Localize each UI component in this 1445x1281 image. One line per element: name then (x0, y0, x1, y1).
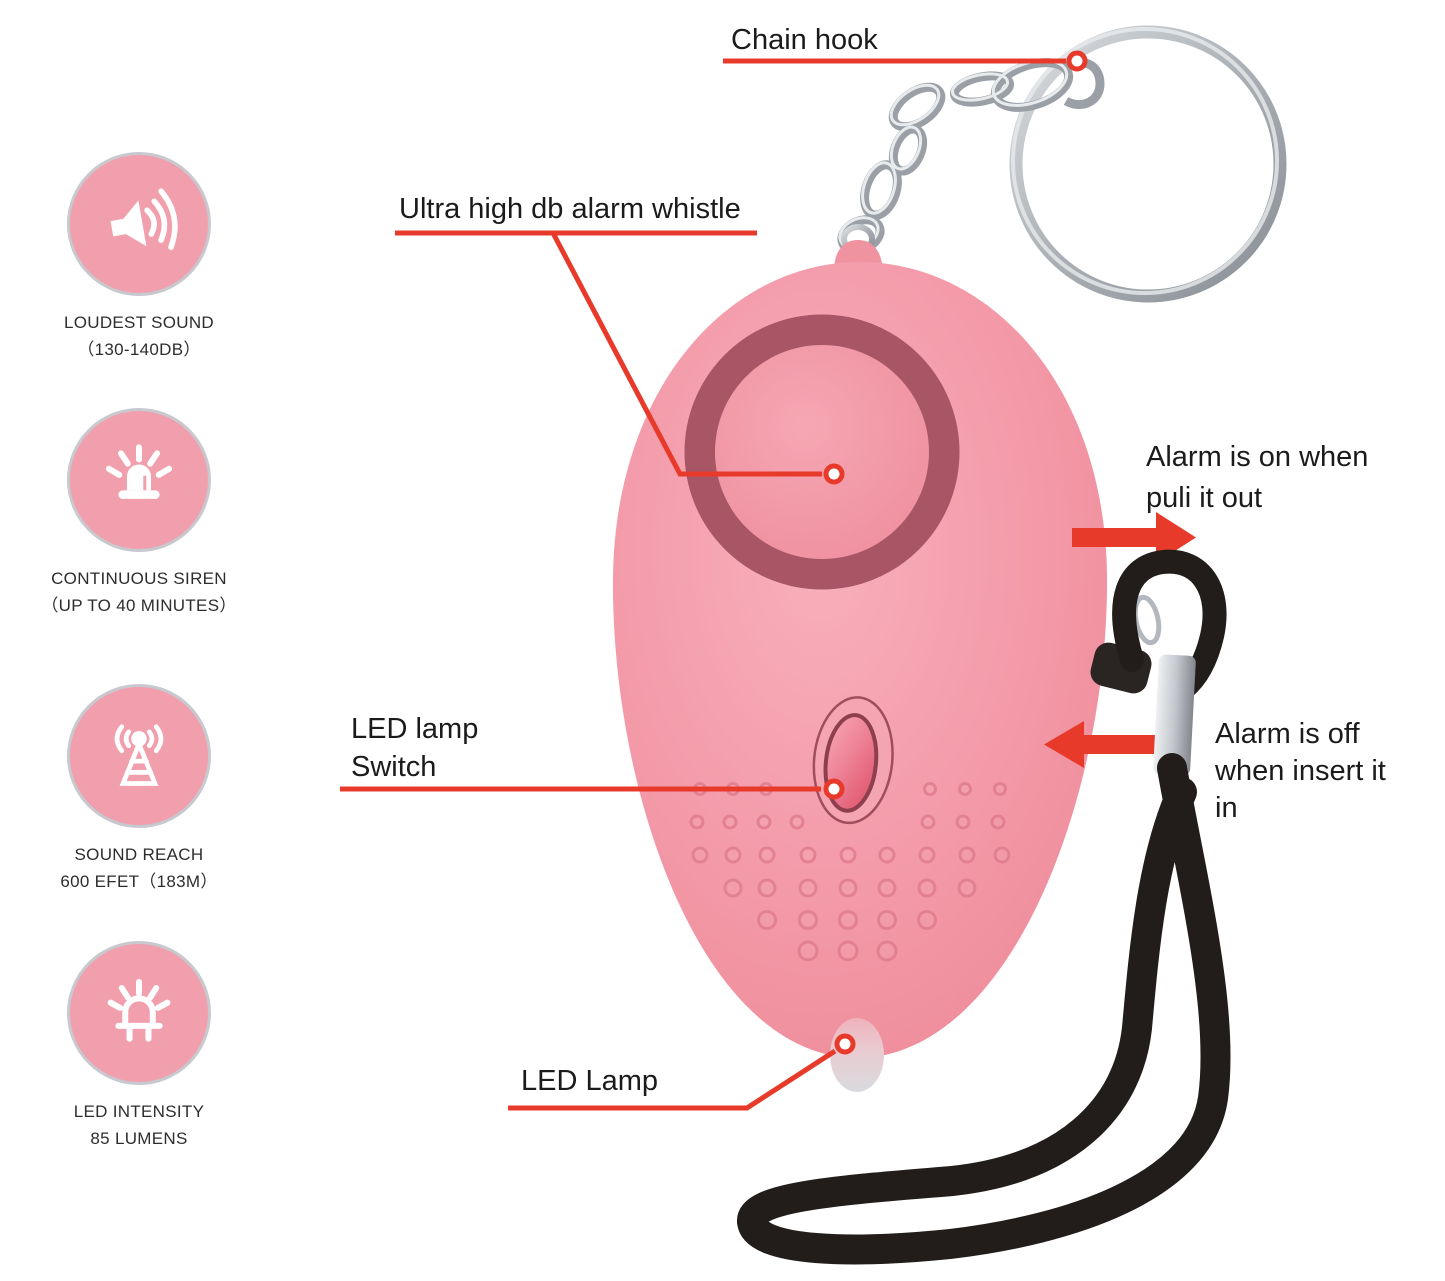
chain-hook-label: Chain hook (731, 24, 878, 56)
metal-pin (1153, 654, 1196, 776)
whistle-leader (395, 230, 822, 477)
wrist-lanyard-cord (737, 753, 1231, 1265)
led-lamp-label: LED Lamp (521, 1065, 659, 1097)
feature-caption: 85 LUMENS (90, 1129, 188, 1148)
alarm-on-label-line2: puli it out (1146, 482, 1263, 514)
feature-caption: CONTINUOUS SIREN (51, 569, 227, 588)
alarm-off-label-line2: when insert it (1215, 755, 1386, 787)
pull-pin-assembly (737, 549, 1231, 1265)
led-lamp-bump (830, 1018, 884, 1092)
callout-markers (823, 50, 1088, 1055)
feature-caption: （UP TO 40 MINUTES） (41, 596, 237, 615)
led-switch-label-line1: LED lamp (351, 713, 479, 745)
feature-led-intensity: LED INTENSITY 85 LUMENS (8, 941, 270, 1152)
alarm-off-label-line3: in (1215, 792, 1238, 824)
led-bulb-icon (67, 941, 211, 1085)
siren-light-icon (67, 408, 211, 552)
feature-caption: （130-140DB） (77, 340, 201, 359)
signal-tower-icon (67, 684, 211, 828)
alarm-off-label: Alarm is off when insert it in (1215, 716, 1386, 827)
led-lamp-leader (508, 1048, 837, 1111)
alarm-speaker (684, 314, 960, 590)
feature-caption: LOUDEST SOUND (63, 313, 214, 332)
chain (837, 58, 1105, 255)
alarm-off-arrow-left (1044, 721, 1174, 768)
grip-dots-texture (689, 782, 1011, 962)
led-switch-label-line2: Switch (351, 751, 437, 783)
alarm-on-label: Alarm is on when puli it out (1146, 437, 1368, 519)
callout-lines (340, 58, 1066, 1111)
cord-top-loop (1112, 549, 1227, 700)
alarm-whistle-label: Ultra high db alarm whistle (399, 193, 741, 225)
feature-caption: SOUND REACH (74, 845, 204, 864)
alarm-off-label-line1: Alarm is off (1215, 718, 1360, 750)
feature-loudest-sound: LOUDEST SOUND （130-140DB） (8, 152, 270, 363)
key-ring (1009, 25, 1287, 303)
feature-continuous-siren: CONTINUOUS SIREN （UP TO 40 MINUTES） (8, 408, 270, 619)
alarm-on-label-line1: Alarm is on when (1146, 441, 1369, 473)
feature-caption: LED INTENSITY (73, 1102, 205, 1121)
feature-caption: 600 EFET（183M） (60, 872, 218, 891)
speaker-volume-icon (67, 152, 211, 296)
led-switch-label: LED lamp Switch (351, 710, 478, 786)
feature-sound-reach: SOUND REACH 600 EFET（183M） (8, 684, 270, 895)
